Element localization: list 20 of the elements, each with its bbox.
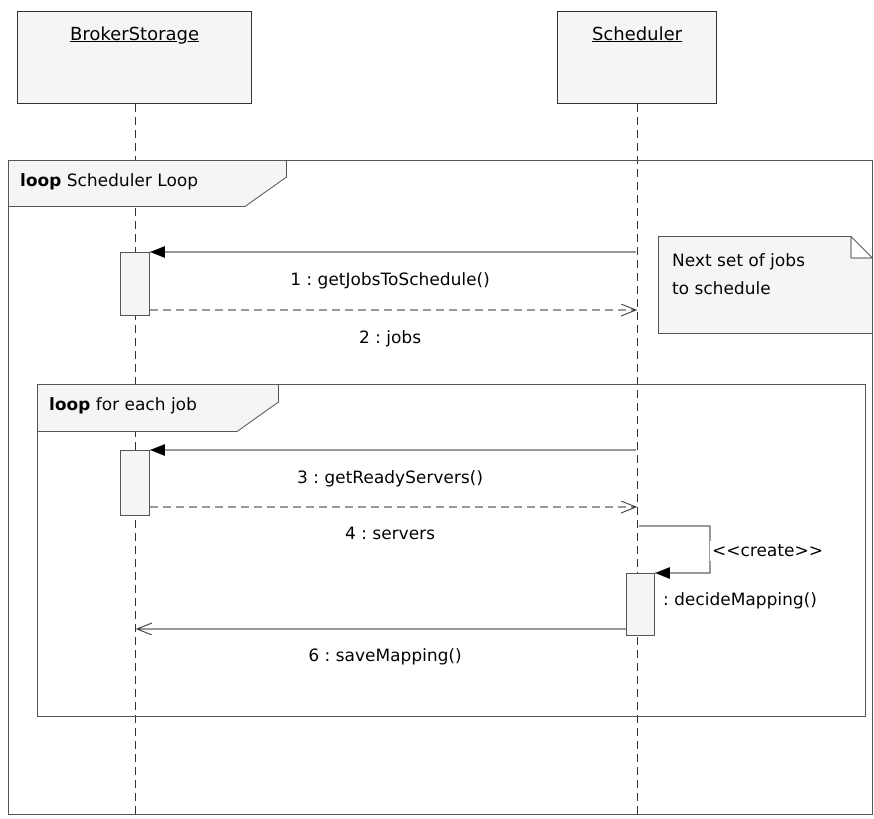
loop-frame bbox=[8, 160, 873, 815]
message-arrow bbox=[150, 304, 636, 316]
message-arrow bbox=[150, 246, 636, 258]
frame-label: loop Scheduler Loop bbox=[20, 171, 198, 191]
note-text: Next set of jobs to schedule bbox=[672, 250, 806, 301]
activation-bar bbox=[120, 450, 150, 516]
message-arrow bbox=[150, 500, 636, 514]
activation-bar bbox=[120, 252, 150, 316]
frame-label: loop for each job bbox=[49, 395, 197, 415]
activation-bar bbox=[626, 573, 655, 636]
lifeline-caption: : decideMapping() bbox=[662, 590, 818, 610]
message-arrow bbox=[638, 526, 710, 579]
lifeline-header bbox=[17, 11, 252, 104]
message-arrow bbox=[136, 622, 626, 636]
message-arrow bbox=[150, 444, 636, 456]
lifeline-header bbox=[557, 11, 717, 104]
object-name: Scheduler bbox=[592, 24, 682, 45]
object-name: BrokerStorage bbox=[70, 24, 200, 45]
message-label: 3 : getReadyServers() bbox=[295, 468, 485, 488]
loop-frame bbox=[37, 384, 866, 717]
